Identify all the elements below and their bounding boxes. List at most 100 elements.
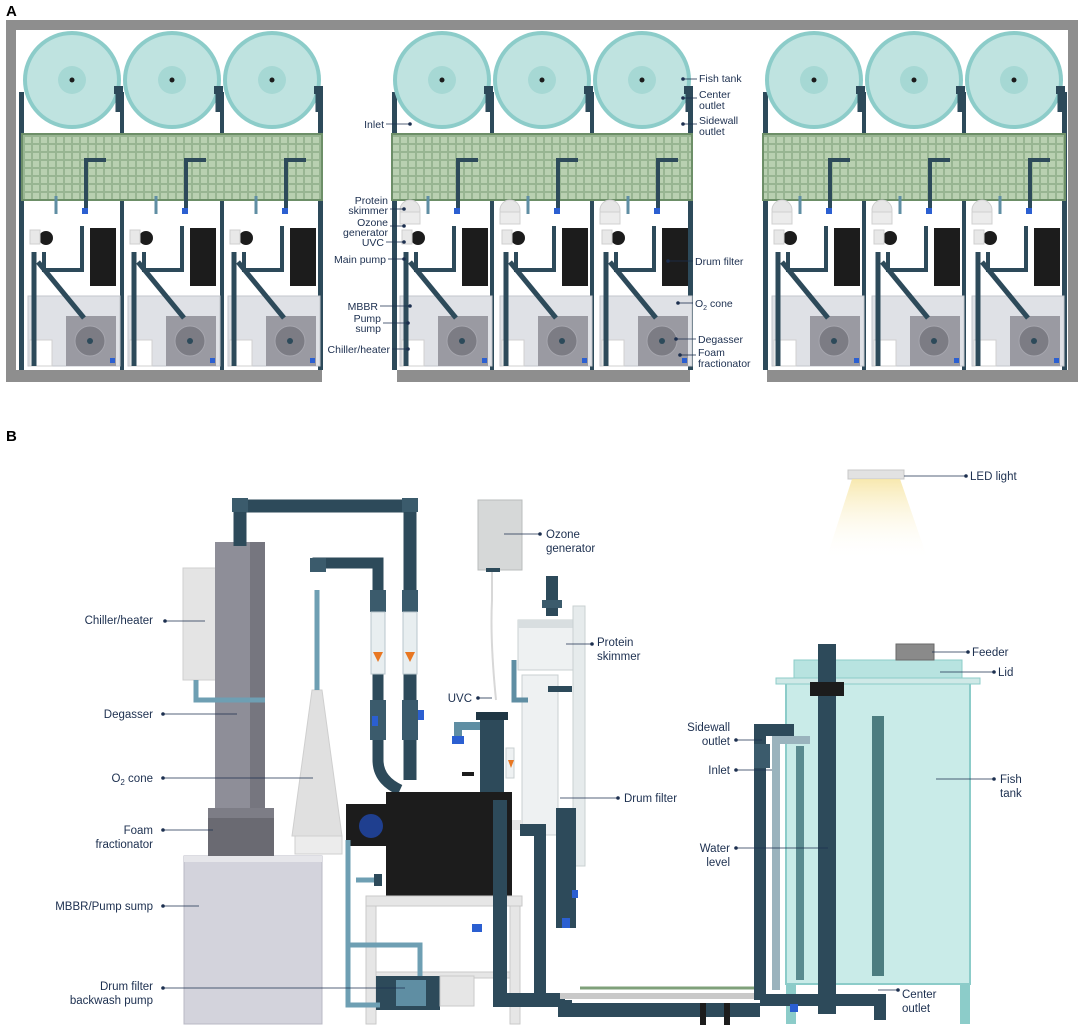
drum-filter-a	[662, 228, 688, 286]
drum-filter-a	[462, 228, 488, 286]
return-pipe-a	[556, 158, 578, 210]
b-label-foam-fractionator-1: Foam	[124, 825, 153, 837]
chiller-heater	[182, 567, 220, 681]
rack-unit-a	[771, 158, 865, 367]
b-label-water-level-2: level	[706, 857, 730, 869]
uvc-a	[29, 229, 41, 245]
main-pump-a	[239, 231, 253, 245]
fish-tank-a	[23, 31, 123, 129]
main-pump-a	[39, 231, 53, 245]
uvc-a	[229, 229, 241, 245]
valve-a	[926, 208, 932, 214]
rack-unit-a	[599, 158, 693, 367]
valve-a	[654, 208, 660, 214]
rack-unit-a	[127, 158, 221, 367]
fish-tank-a	[223, 31, 323, 129]
fish-tanks-a	[23, 31, 1065, 129]
b-label-backwash-pump-2: backwash pump	[70, 995, 153, 1007]
protein-skimmer	[517, 619, 575, 671]
valve-a	[110, 358, 115, 363]
return-pipe-a	[84, 158, 106, 210]
main-pump-a	[983, 231, 997, 245]
b-label-foam-fractionator-2: fractionator	[95, 839, 153, 851]
b-label-protein-skimmer-2: skimmer	[597, 651, 641, 663]
panel-b-label: B	[6, 428, 17, 445]
main-pump-a	[411, 231, 425, 245]
tank-outlet-fitting	[956, 86, 965, 94]
foam-fractionator-hub-a	[659, 338, 665, 344]
led-light	[847, 469, 905, 480]
return-pipe-a	[284, 158, 306, 210]
uvc-a	[601, 229, 613, 245]
drum-filter-a	[290, 228, 316, 286]
return-pipe-a	[1028, 158, 1050, 210]
foam-fractionator-hub-a	[559, 338, 565, 344]
valve-a	[482, 358, 487, 363]
pump-loop-pipe-a	[986, 226, 1028, 272]
b-label-sidewall-outlet-2: outlet	[702, 736, 731, 748]
protein-skimmer-a	[499, 199, 521, 225]
tank-outlet-fitting	[684, 86, 693, 94]
rack-unit-a	[871, 158, 965, 367]
main-pump-a	[511, 231, 525, 245]
foam-fractionator-hub-a	[459, 338, 465, 344]
b-label-inlet: Inlet	[708, 765, 731, 777]
fish-tank-a	[965, 31, 1065, 129]
fish-tank-a	[393, 31, 493, 129]
pump-loop-pipe-a	[42, 226, 84, 272]
b-label-fish-tank-1: Fish	[1000, 774, 1022, 786]
b-label-drum-filter: Drum filter	[624, 793, 677, 805]
fish-tank-a	[593, 31, 693, 129]
drum-filter-a	[834, 228, 860, 286]
tank-outlet-fitting	[1056, 86, 1065, 94]
valve-a	[1054, 358, 1059, 363]
a-label-uvc: UVC	[362, 237, 385, 249]
foam-fractionator-hub-a	[831, 338, 837, 344]
fish-tank-a	[493, 31, 593, 129]
fish-tank-a	[765, 31, 865, 129]
tank-outlet-fitting	[856, 86, 865, 94]
foam-fractionator-hub-a	[287, 338, 293, 344]
valve-a	[826, 208, 832, 214]
uvc-a	[773, 229, 785, 245]
rack-units-a	[27, 158, 1065, 367]
b-label-center-outlet-2: outlet	[902, 1003, 931, 1015]
rack-unit-a	[399, 158, 493, 367]
uvc-a	[129, 229, 141, 245]
fish-tank-a	[123, 31, 223, 129]
valve-a	[454, 208, 460, 214]
panel-b-leaders	[163, 475, 994, 991]
uvc	[480, 712, 504, 800]
tank-outlet-fitting	[314, 86, 323, 94]
pump-loop-pipe-a	[514, 226, 556, 272]
a-label-protein-skimmer-1: Protein	[355, 195, 388, 207]
uvc-a	[873, 229, 885, 245]
ozone-generator	[477, 499, 523, 571]
drum-filter-a	[1034, 228, 1060, 286]
protein-skimmer-a	[771, 199, 793, 225]
pump-loop-pipe-a	[242, 226, 284, 272]
valve-a	[82, 208, 88, 214]
b-label-ozone-generator-2: generator	[546, 543, 595, 555]
return-pipe-a	[184, 158, 206, 210]
b-label-chiller-heater: Chiller/heater	[85, 615, 154, 627]
b-label-feeder: Feeder	[972, 647, 1009, 659]
pump-loop-pipe-a	[886, 226, 928, 272]
valve-a	[582, 358, 587, 363]
uvc-a	[401, 229, 413, 245]
a-label-center-outlet-1: Center	[699, 89, 731, 101]
a-label-foam-fractionator-2: fractionator	[698, 358, 751, 370]
pump-loop-pipe-a	[614, 226, 656, 272]
pump-loop-pipe-a	[414, 226, 456, 272]
drum-filter-a	[934, 228, 960, 286]
protein-skimmer-a	[871, 199, 893, 225]
mbbr-pump-sump	[183, 855, 323, 1025]
a-label-drum-filter: Drum filter	[695, 256, 744, 268]
return-pipe-a	[656, 158, 678, 210]
o2-cone	[291, 689, 343, 837]
foam-fractionator-hub-a	[87, 338, 93, 344]
tank-outlet-fitting	[114, 86, 123, 94]
a-label-foam-fractionator-1: Foam	[698, 347, 725, 359]
a-label-center-outlet-2: outlet	[699, 100, 725, 112]
